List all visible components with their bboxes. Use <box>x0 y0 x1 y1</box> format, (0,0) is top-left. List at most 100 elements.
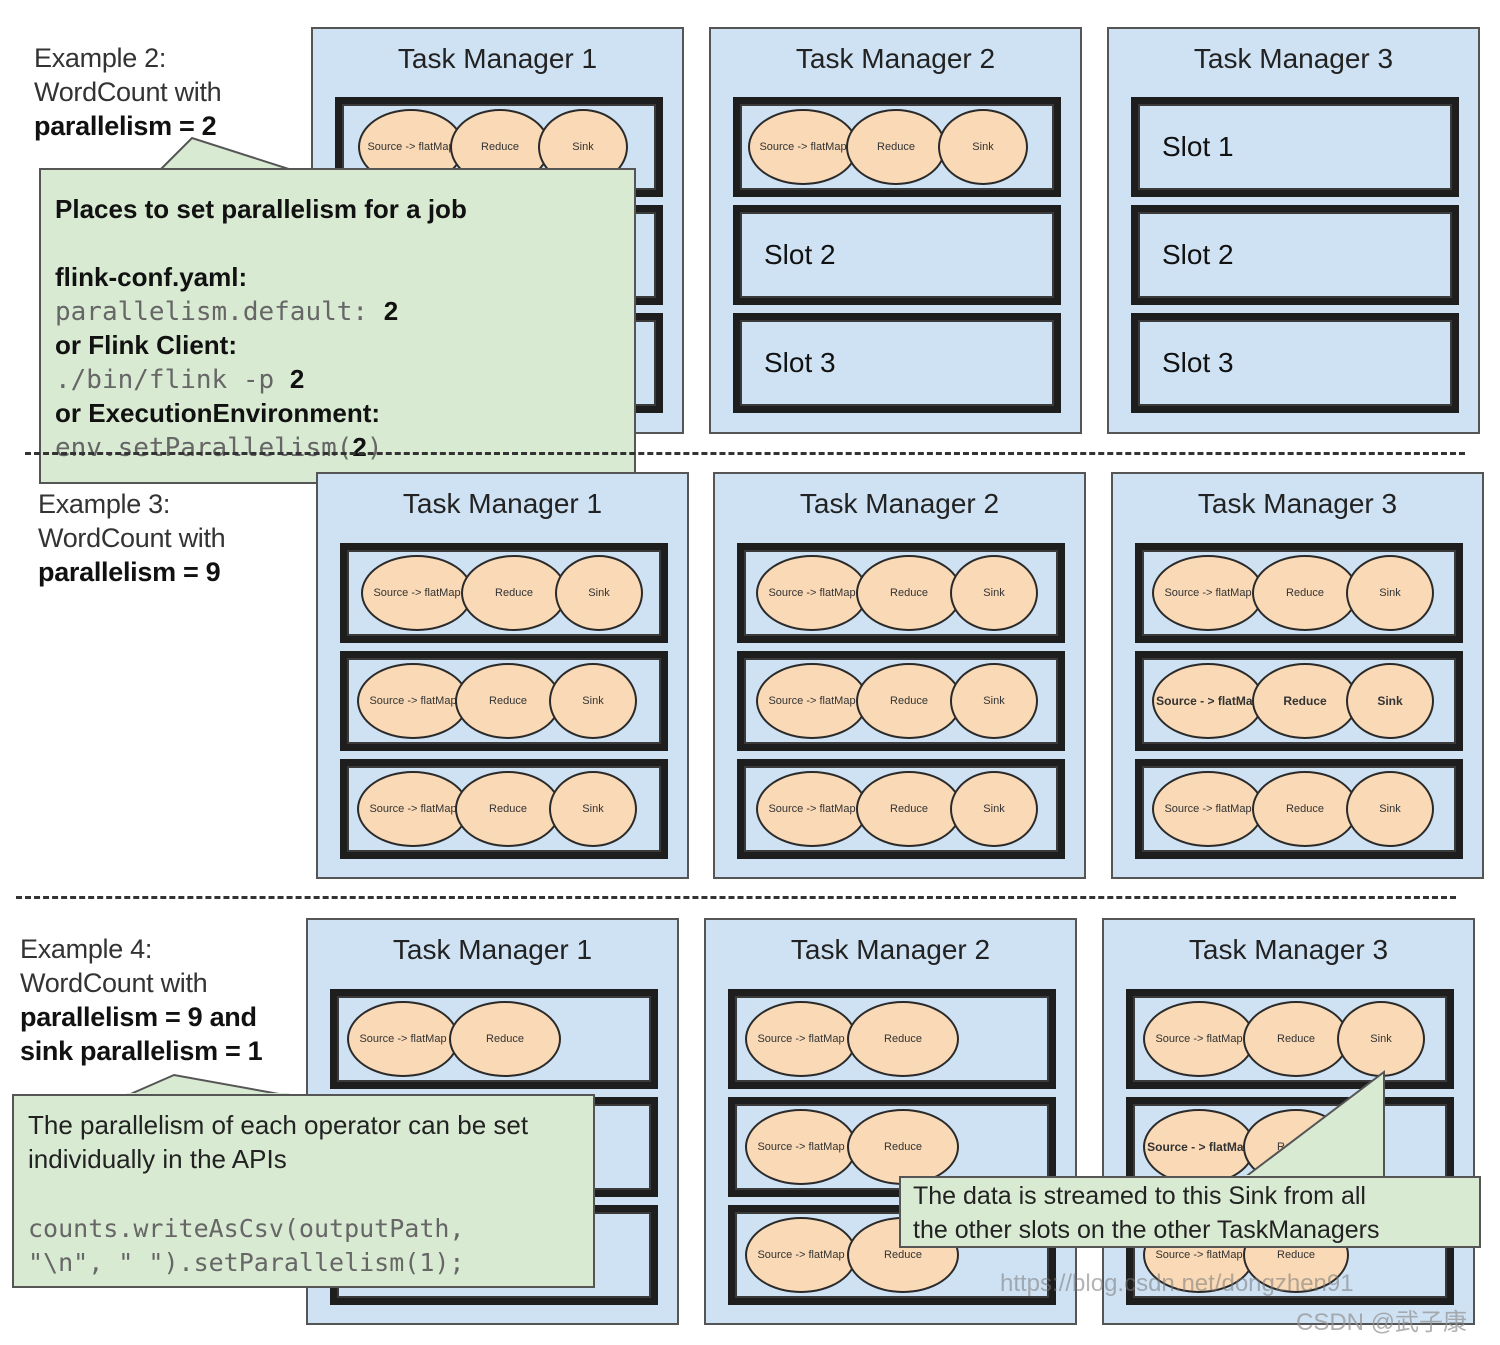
sink-operator: Sink <box>1346 771 1434 847</box>
task-slot: Source -> flatMap Reduce <box>330 989 658 1089</box>
source-flatmap-operator: Source -> flatMap <box>756 663 868 739</box>
reduce-operator: Reduce <box>856 663 962 739</box>
task-manager-box: Task Manager 2 Source -> flatMap Reduce … <box>713 472 1086 879</box>
conf-value: 2 <box>383 296 399 326</box>
example-3-label: Example 3: WordCount with parallelism = … <box>38 489 226 587</box>
slot-label: Slot 1 <box>1162 131 1234 162</box>
callout-pointer <box>1241 1069 1385 1179</box>
watermark-credit: CSDN @武子康 <box>1296 1309 1468 1336</box>
slot-label: Slot 3 <box>764 347 836 378</box>
task-manager-title: Task Manager 1 <box>397 43 598 74</box>
client-label: or Flink Client: <box>55 330 237 360</box>
slot-label: Slot 3 <box>1162 347 1234 378</box>
env-value: 2 <box>352 432 367 462</box>
task-slot: Slot 2 <box>1131 205 1459 305</box>
source-flatmap-operator: Source -> flatMap <box>357 663 469 739</box>
task-slot: Source -> flatMap Reduce Sink <box>737 759 1065 859</box>
callout-text-line: The parallelism of each operator can be … <box>28 1110 529 1140</box>
task-manager-title: Task Manager 1 <box>402 488 603 519</box>
section-divider <box>16 896 1456 899</box>
task-manager-title: Task Manager 2 <box>790 934 991 965</box>
sink-operator: Sink <box>1346 555 1434 631</box>
reduce-operator: Reduce <box>461 555 567 631</box>
reduce-operator: Reduce <box>1252 663 1358 739</box>
source-flatmap-operator: Source -> flatMap <box>748 109 858 185</box>
task-manager-box: Task Manager 3 Slot 1 Slot 2 Slot 3 <box>1107 27 1480 434</box>
slot-label: Slot 2 <box>1162 239 1234 270</box>
sink-operator: Sink <box>555 555 643 631</box>
callout-code-line: "\n", " ").setParallelism(1); <box>28 1248 465 1277</box>
source-flatmap-operator: Source -> flatMap <box>1143 1001 1255 1077</box>
reduce-operator: Reduce <box>1252 771 1358 847</box>
example-2-label: Example 2: WordCount with parallelism = … <box>34 43 222 141</box>
source-flatmap-operator: Source -> flatMap <box>1152 771 1264 847</box>
source-flatmap-operator: Source -> flatMap <box>756 771 868 847</box>
source-flatmap-operator: Source -> flatMap <box>745 1109 857 1185</box>
client-value: 2 <box>289 364 305 394</box>
task-manager-title: Task Manager 2 <box>799 488 1000 519</box>
conf-label: flink-conf.yaml: <box>55 262 248 292</box>
task-slot: Source - > flatMap Reduce Sink <box>1135 651 1463 751</box>
example-4-label: Example 4: WordCount with parallelism = … <box>20 934 263 1066</box>
env-code: env.setParallelism( <box>55 433 353 463</box>
env-label: or ExecutionEnvironment: <box>55 398 381 428</box>
sink-operator: Sink <box>950 555 1038 631</box>
task-manager-box: Task Manager 2 Source -> flatMap Reduce … <box>709 27 1082 434</box>
source-flatmap-operator: Source -> flatMap <box>1152 555 1264 631</box>
task-slot: Slot 3 <box>733 313 1061 413</box>
source-flatmap-operator: Source -> flatMap <box>347 1001 459 1077</box>
callout-text-line: The data is streamed to this Sink from a… <box>913 1182 1366 1210</box>
task-slot: Slot 2 <box>733 205 1061 305</box>
task-slot: Slot 3 <box>1131 313 1459 413</box>
task-manager-title: Task Manager 3 <box>1188 934 1389 965</box>
task-slot: Source -> flatMap Reduce Sink <box>733 97 1061 197</box>
reduce-operator: Reduce <box>846 109 946 185</box>
operator-parallelism-callout: The parallelism of each operator can be … <box>12 1094 595 1288</box>
sink-operator: Sink <box>950 771 1038 847</box>
reduce-operator: Reduce <box>847 1001 959 1077</box>
source-flatmap-operator: Source -> flatMap <box>756 555 868 631</box>
task-manager-box: Task Manager 1 Source -> flatMap Reduce … <box>316 472 689 879</box>
watermark-url: https://blog.csdn.net/dongzhen91 <box>1000 1270 1354 1297</box>
task-manager-title: Task Manager 3 <box>1197 488 1398 519</box>
task-slot: Source -> flatMap Reduce Sink <box>340 543 668 643</box>
source-flatmap-operator: Source - > flatMap <box>1152 663 1264 739</box>
source-flatmap-operator: Source -> flatMap <box>357 771 469 847</box>
task-manager-box: Task Manager 2 Source -> flatMap Reduce … <box>704 918 1077 1325</box>
parallelism-config-callout: Places to set parallelism for a job flin… <box>39 168 636 484</box>
source-flatmap-operator: Source -> flatMap <box>745 1001 857 1077</box>
task-slot: Source -> flatMap Reduce Sink <box>340 651 668 751</box>
reduce-operator: Reduce <box>1252 555 1358 631</box>
source-flatmap-operator: Source - > flatMap <box>1143 1109 1255 1185</box>
reduce-operator: Reduce <box>847 1109 959 1185</box>
sink-operator: Sink <box>950 663 1038 739</box>
task-slot: Source -> flatMap Reduce Sink <box>1126 989 1454 1089</box>
source-flatmap-operator: Source -> flatMap <box>745 1217 857 1293</box>
sink-operator: Sink <box>1337 1001 1425 1077</box>
reduce-operator: Reduce <box>1243 1001 1349 1077</box>
client-code: ./bin/flink -p <box>55 365 290 395</box>
task-slot: Source -> flatMap Reduce <box>728 989 1056 1089</box>
sink-operator: Sink <box>938 109 1028 185</box>
task-manager-title: Task Manager 3 <box>1193 43 1394 74</box>
callout-title: Places to set parallelism for a job <box>55 194 467 224</box>
reduce-operator: Reduce <box>455 771 561 847</box>
callout-text-line: the other slots on the other TaskManager… <box>913 1216 1380 1244</box>
task-manager-box: Task Manager 3 Source -> flatMap Reduce … <box>1102 918 1475 1325</box>
section-divider <box>25 452 1465 455</box>
reduce-operator: Reduce <box>449 1001 561 1077</box>
reduce-operator: Reduce <box>455 663 561 739</box>
task-slot: Slot 1 <box>1131 97 1459 197</box>
callout-text-line: individually in the APIs <box>28 1144 287 1174</box>
reduce-operator: Reduce <box>856 771 962 847</box>
task-slot: Source -> flatMap Reduce Sink <box>1135 543 1463 643</box>
sink-operator: Sink <box>1346 663 1434 739</box>
sink-operator: Sink <box>549 771 637 847</box>
task-slot: Source -> flatMap Reduce Sink <box>1135 759 1463 859</box>
callout-code-line: counts.writeAsCsv(outputPath, <box>28 1214 465 1243</box>
task-slot: Source -> flatMap Reduce Sink <box>737 651 1065 751</box>
task-slot: Source -> flatMap Reduce Sink <box>737 543 1065 643</box>
task-manager-title: Task Manager 1 <box>392 934 593 965</box>
sink-operator: Sink <box>549 663 637 739</box>
slot-label: Slot 2 <box>764 239 836 270</box>
